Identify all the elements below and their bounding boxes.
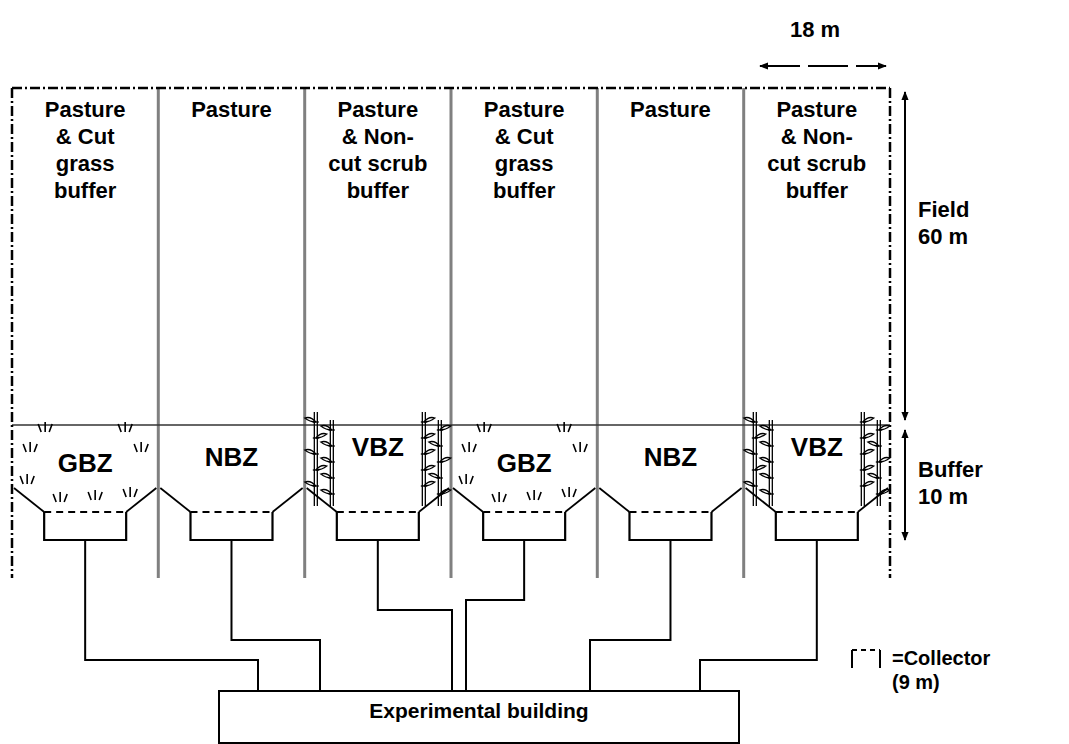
collector — [746, 488, 888, 540]
grass-tuft — [123, 487, 137, 497]
collector — [307, 488, 449, 540]
buffer-dimension — [904, 430, 906, 540]
field-plot: Pasture & Non-cut scrub buffer — [744, 88, 890, 425]
plot-dividers — [158, 88, 743, 578]
vegetation — [20, 412, 890, 506]
grass-tuft — [38, 422, 52, 432]
site-border — [12, 88, 890, 578]
width-dimension-label: 18 m — [790, 16, 870, 43]
collector — [14, 488, 156, 540]
grass-tuft — [118, 422, 132, 432]
width-dimension — [760, 65, 886, 67]
grass-tuft — [557, 422, 571, 432]
drain-pipe — [466, 540, 524, 690]
grass-tuft — [527, 490, 541, 500]
collector — [160, 488, 302, 540]
legend-entry: =Collector (9 m) — [892, 646, 1004, 694]
field-plot: Pasture — [597, 88, 743, 425]
drain-pipe — [590, 540, 670, 690]
zone-label: GBZ — [58, 448, 113, 478]
zone-label: VBZ — [352, 432, 404, 462]
grass-tuft — [23, 442, 37, 452]
grass-tuft — [477, 422, 491, 432]
scrub-stalk — [421, 412, 435, 506]
scrub-stalk — [429, 420, 451, 506]
drain-pipe — [700, 540, 817, 690]
scrub-stalk — [860, 412, 874, 506]
grass-tuft — [88, 490, 102, 500]
plot-label: Pasture & Cut grass buffer — [473, 96, 575, 204]
legend-collector-sample — [852, 650, 880, 668]
field-dimension-label: Field 60 m — [918, 196, 990, 250]
grass-tuft — [573, 442, 587, 452]
grass-tuft — [53, 492, 67, 502]
drain-pipe — [378, 540, 452, 690]
field-plot: Pasture — [158, 88, 304, 425]
buffer-zone: VBZ — [744, 428, 890, 540]
buffer-dimension-label: Buffer 10 m — [918, 456, 998, 510]
grass-tuft — [134, 442, 148, 452]
legend-text: =Collector (9 m) — [892, 647, 990, 693]
buffer-zone: GBZ — [451, 428, 597, 540]
buffer-zone: NBZ — [158, 428, 304, 540]
drain-pipe — [231, 540, 320, 690]
plot-label: Pasture & Non-cut scrub buffer — [327, 96, 429, 204]
building-box: Experimental building — [218, 690, 740, 744]
grass-tuft — [459, 474, 473, 484]
buffer-zone: NBZ — [597, 428, 743, 540]
plot-label: Pasture — [619, 96, 721, 123]
plot-label: Pasture — [180, 96, 282, 123]
grass-tuft — [462, 442, 476, 452]
grass-tuft — [562, 487, 576, 497]
plot-label: Pasture & Cut grass buffer — [34, 96, 136, 204]
zone-label: GBZ — [497, 448, 552, 478]
field-plot: Pasture & Non-cut scrub buffer — [305, 88, 451, 425]
scrub-stalk — [321, 420, 335, 506]
field-plot: Pasture & Cut grass buffer — [12, 88, 158, 425]
scrub-stalk — [760, 420, 774, 506]
scrub-stalk — [868, 420, 890, 506]
grass-tuft — [20, 474, 34, 484]
collector — [599, 488, 741, 540]
plot-label: Pasture & Non-cut scrub buffer — [766, 96, 868, 204]
building-label: Experimental building — [361, 698, 596, 724]
buffer-zone: GBZ — [12, 428, 158, 540]
zone-label: NBZ — [644, 442, 697, 472]
zone-label: VBZ — [791, 432, 843, 462]
field-plot: Pasture & Cut grass buffer — [451, 88, 597, 425]
collector — [453, 488, 595, 540]
buffer-zone: VBZ — [305, 428, 451, 540]
grass-tuft — [492, 492, 506, 502]
field-dimension — [904, 92, 906, 420]
zone-label: NBZ — [205, 442, 258, 472]
